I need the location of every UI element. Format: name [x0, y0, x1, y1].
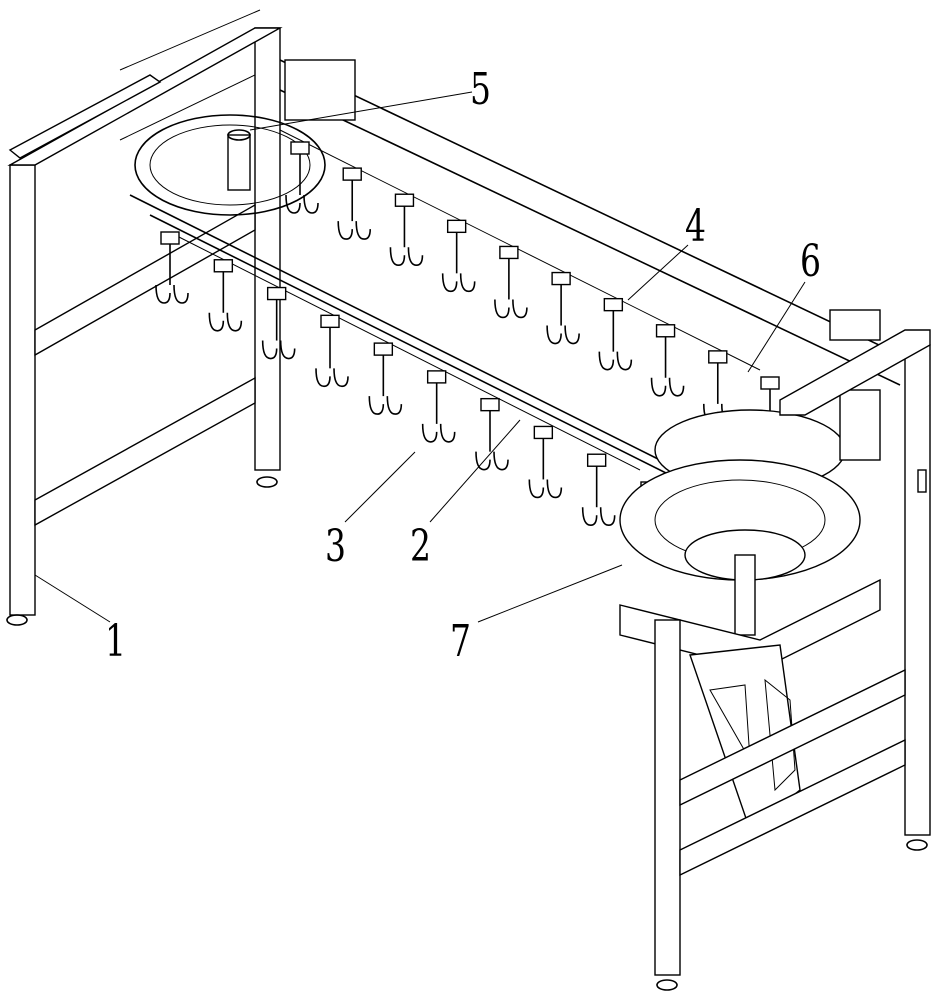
numeral-1: 1: [105, 620, 126, 664]
numeral-4: 4: [685, 205, 706, 249]
shackle-hook: [390, 194, 422, 265]
numeral-3: 3: [325, 525, 346, 569]
shackle-hook: [583, 454, 615, 525]
shackle-hook: [529, 426, 561, 497]
shackle-hook: [316, 315, 348, 386]
shackle-hook: [547, 273, 579, 344]
shackle-hook: [599, 299, 631, 370]
numeral-2: 2: [410, 525, 431, 569]
shackle-hook: [209, 260, 241, 331]
shackle-hook: [652, 325, 684, 396]
shackle-hook: [443, 220, 475, 291]
shackle-hook: [423, 371, 455, 442]
shackle-hook: [286, 142, 318, 213]
numeral-6: 6: [800, 240, 821, 284]
numeral-7: 7: [450, 620, 471, 664]
shackle-hook: [476, 399, 508, 470]
shackle-hook: [495, 246, 527, 317]
shackle-hook: [369, 343, 401, 414]
numeral-5: 5: [470, 68, 491, 112]
left-frame: [7, 10, 280, 625]
shackle-hook: [338, 168, 370, 239]
